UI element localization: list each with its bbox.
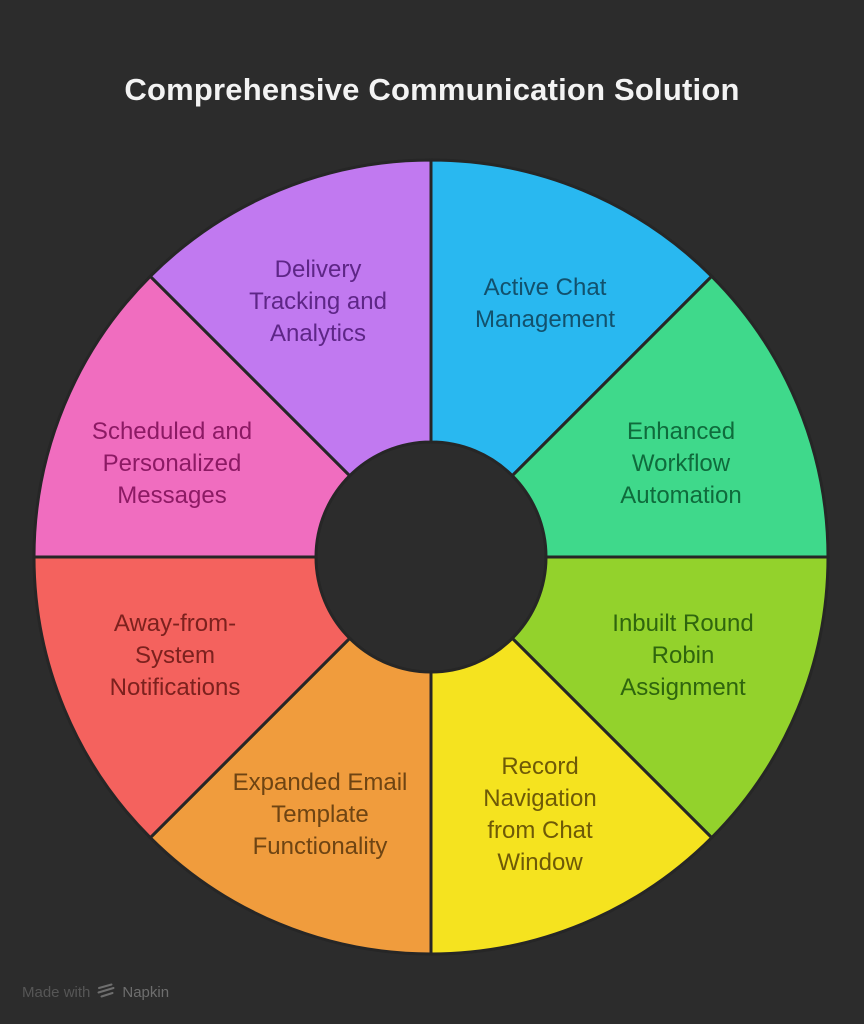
segment-label-expanded-email-template-functionality: Expanded Email Template Functionality — [232, 769, 408, 860]
segment-label-scheduled-and-personalized-messages: Scheduled and Personalized Messages — [91, 418, 253, 509]
segment-label-away-from-system-notifications: Away-from- System Notifications — [109, 610, 241, 701]
pie-segment-5 — [32, 555, 352, 840]
pie-segment-4 — [148, 636, 433, 956]
made-with-text: Made with — [22, 984, 91, 1001]
segment-label-enhanced-workflow-automation: Enhanced Workflow Automation — [620, 418, 742, 509]
pie-segment-0 — [429, 158, 714, 478]
segment-label-active-chat-management: Active Chat Management — [474, 274, 616, 333]
segment-label-delivery-tracking-and-analytics: Delivery Tracking and Analytics — [249, 256, 387, 347]
napkin-text: Napkin — [122, 984, 170, 1001]
pie-segment-7 — [148, 158, 433, 478]
pie-segment-3 — [429, 636, 714, 956]
napkin-logo-icon — [97, 983, 115, 1002]
watermark: Made with Napkin — [22, 983, 169, 1002]
pie-segment-1 — [510, 274, 830, 559]
segment-label-inbuilt-round-robin-assignment: Inbuilt Round Robin Assignment — [612, 610, 754, 701]
segment-label-record-navigation-from-chat-window: Record Navigation from Chat Window — [483, 753, 597, 876]
pie-segment-6 — [32, 274, 352, 559]
pie-segment-2 — [510, 555, 830, 840]
page-title: Comprehensive Communication Solution — [124, 72, 740, 107]
